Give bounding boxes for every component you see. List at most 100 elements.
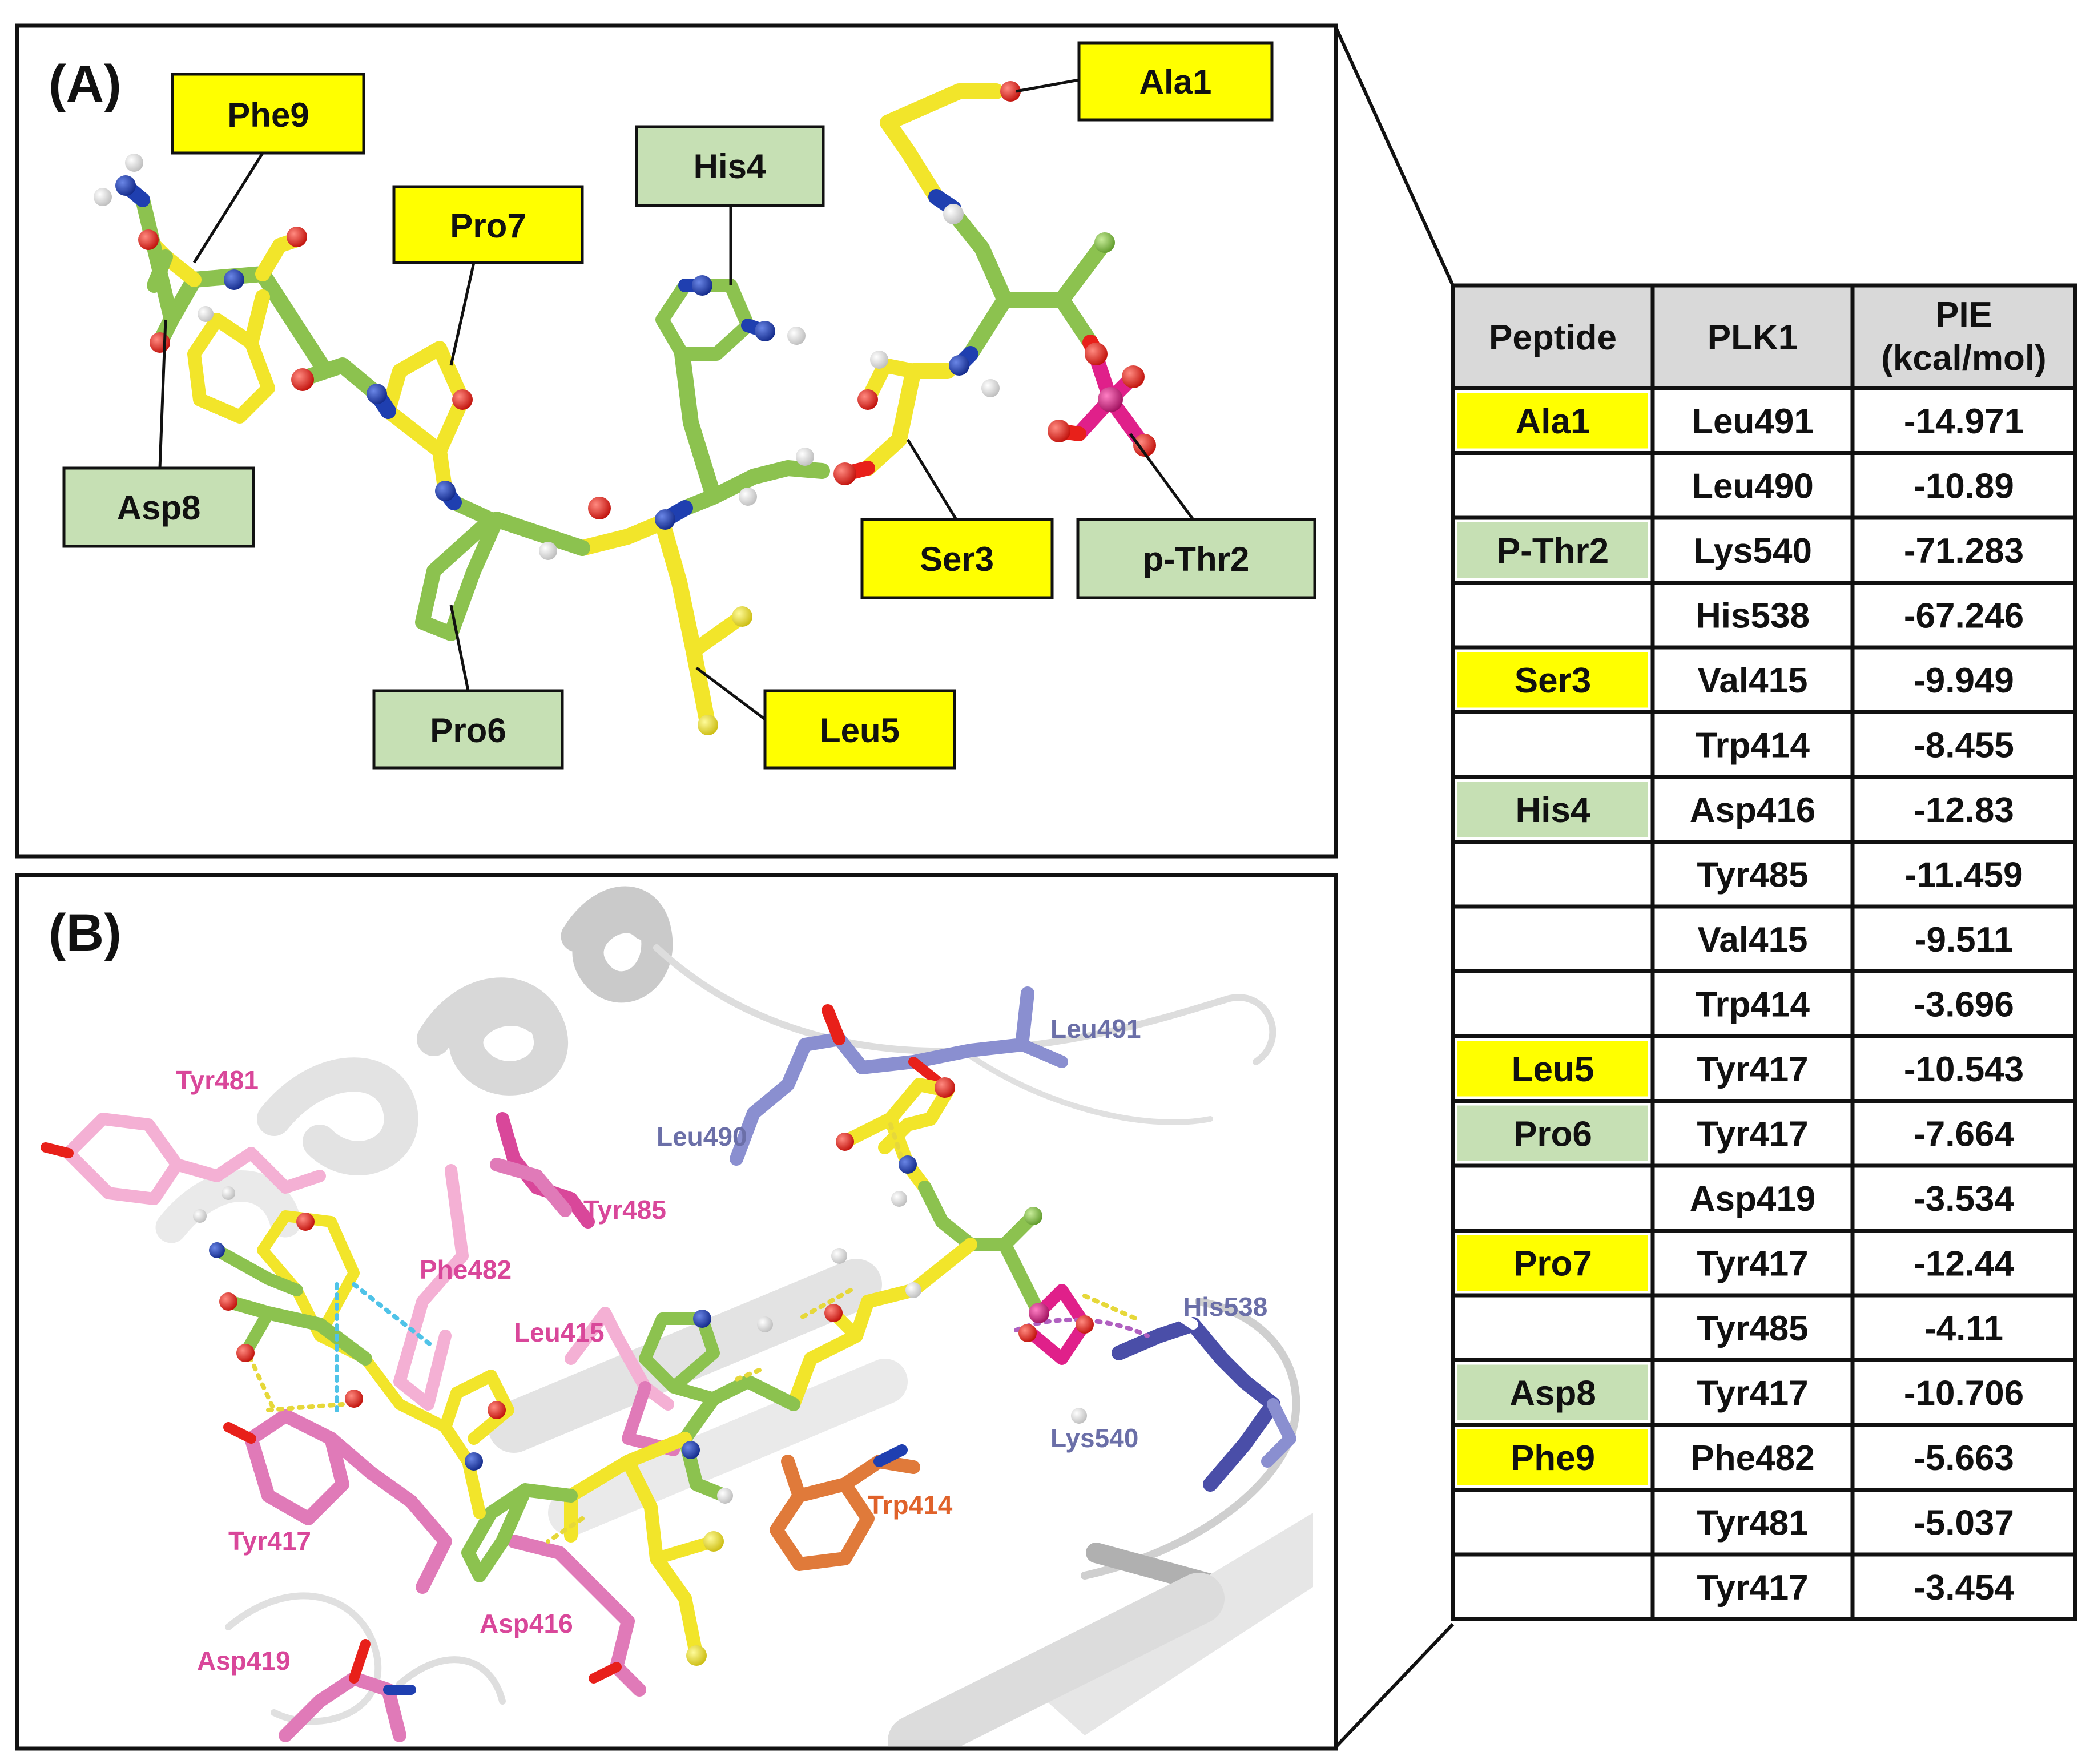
- table-cell-pie: -5.663: [1914, 1439, 2014, 1478]
- table-cell-peptide: Ala1: [1516, 402, 1590, 441]
- panel-a: (A): [15, 23, 1338, 859]
- label-pro7: Pro7: [392, 185, 584, 264]
- table-cell-pie: -10.543: [1904, 1050, 2024, 1089]
- table-row: Val415 -9.511: [1451, 904, 2077, 973]
- table-cell-pie: -67.246: [1904, 596, 2024, 635]
- label-leu490: Leu490: [657, 1122, 747, 1151]
- table-cell-pie: -12.44: [1914, 1244, 2014, 1283]
- table-cell-pie: -3.454: [1914, 1568, 2014, 1608]
- table-cell-pie: -12.83: [1914, 791, 2014, 830]
- table-cell-peptide: Asp8: [1509, 1374, 1596, 1413]
- table-cell-peptide: Pro6: [1513, 1114, 1592, 1154]
- table-row: Asp419 -3.534: [1451, 1163, 2077, 1233]
- table-row: Trp414-3.696: [1451, 969, 2077, 1038]
- table-cell-peptide: Leu5: [1512, 1050, 1594, 1089]
- peptide-model: [94, 81, 1156, 735]
- label-tyr481: Tyr481: [176, 1065, 259, 1095]
- label-p-thr2: p-Thr2: [1076, 518, 1316, 599]
- table-row: Tyr485 -11.459: [1451, 840, 2077, 909]
- table-cell-plk1: Tyr417: [1697, 1050, 1808, 1089]
- label-trp414: Trp414: [868, 1490, 953, 1520]
- label-leu5: Leu5: [763, 689, 956, 770]
- table-cell-plk1: Trp414: [1696, 726, 1810, 765]
- table-cell-plk1: His538: [1696, 596, 1810, 635]
- table-cell-plk1: Val415: [1697, 661, 1807, 700]
- table-cell-pie: -7.664: [1914, 1114, 2014, 1154]
- table-cell-pie: -11.459: [1905, 855, 2023, 895]
- table-header-peptide: Peptide: [1489, 318, 1617, 357]
- label-phe482: Phe482: [420, 1255, 512, 1284]
- table-cell-plk1: Val415: [1697, 920, 1807, 960]
- table-cell-pie: -71.283: [1904, 531, 2024, 571]
- table-cell-plk1: Asp419: [1690, 1179, 1816, 1219]
- table-cell-pie: -9.949: [1914, 661, 2014, 700]
- table-row: His538 -67.246: [1451, 581, 2077, 650]
- svg-text:Pro6: Pro6: [430, 711, 506, 750]
- panel-a-letter: (A): [49, 55, 122, 113]
- table-cell-peptide: P-Thr2: [1497, 531, 1609, 571]
- table-cell-plk1: Asp416: [1690, 791, 1816, 830]
- table-cell-plk1: Leu490: [1692, 466, 1814, 506]
- table-header-pie: PIE: [1935, 295, 1992, 335]
- table-cell-plk1: Tyr417: [1697, 1374, 1808, 1413]
- leader-lines: [158, 78, 1195, 720]
- svg-text:Ala1: Ala1: [1139, 63, 1212, 101]
- label-ala1: Ala1: [1077, 41, 1274, 122]
- label-asp416: Asp416: [480, 1609, 573, 1638]
- label-asp8: Asp8: [62, 466, 255, 548]
- table-cell-peptide: Pro7: [1513, 1244, 1592, 1283]
- svg-text:Ser3: Ser3: [920, 540, 994, 578]
- svg-text:Asp8: Asp8: [117, 489, 201, 527]
- table-header-unit: (kcal/mol): [1881, 339, 2046, 378]
- table-cell-plk1: Tyr481: [1697, 1503, 1808, 1543]
- table-cell-plk1: Tyr417: [1697, 1114, 1808, 1154]
- table-cell-pie: -3.534: [1914, 1179, 2014, 1219]
- table-row: P-Thr2 Lys540 -71.283: [1451, 515, 2077, 585]
- svg-text:Phe9: Phe9: [227, 96, 309, 134]
- label-leu491: Leu491: [1050, 1014, 1141, 1044]
- label-asp419: Asp419: [197, 1646, 291, 1676]
- table-cell-plk1: Tyr417: [1697, 1568, 1808, 1608]
- table-row: Pro6 Tyr417 -7.664: [1451, 1099, 2077, 1168]
- label-pro6: Pro6: [372, 689, 564, 770]
- label-tyr485: Tyr485: [583, 1195, 666, 1225]
- label-leu415: Leu415: [514, 1318, 605, 1347]
- svg-text:His4: His4: [694, 147, 766, 186]
- table-cell-pie: -8.455: [1914, 726, 2014, 765]
- protein-ribbon: [155, 886, 1313, 1746]
- table-row: Asp8 Tyr417 -10.706: [1451, 1358, 2077, 1427]
- table-cell-plk1: Trp414: [1696, 985, 1810, 1024]
- table-cell-plk1: Tyr485: [1697, 1309, 1808, 1348]
- table-row: Tyr485 -4.11: [1451, 1293, 2077, 1362]
- table-cell-pie: -9.511: [1915, 920, 2013, 960]
- table-cell-plk1: Lys540: [1693, 531, 1812, 571]
- svg-text:p-Thr2: p-Thr2: [1143, 540, 1250, 578]
- label-his4: His4: [635, 125, 825, 207]
- table-cell-pie: -10.89: [1914, 466, 2014, 506]
- label-ser3: Ser3: [860, 518, 1054, 599]
- table-cell-pie: -5.037: [1914, 1503, 2014, 1543]
- panel-b: (B) Leu491 Tyr481 Leu490 Tyr485 Phe482 L…: [15, 873, 1338, 1751]
- table-row: Leu490 -10.89: [1451, 451, 2077, 520]
- table-cell-pie: -4.11: [1924, 1309, 2003, 1348]
- table-cell-pie: -10.706: [1904, 1374, 2024, 1413]
- atoms-b: [193, 1077, 1094, 1666]
- label-phe9: Phe9: [171, 73, 365, 155]
- table-cell-peptide: Phe9: [1511, 1439, 1595, 1478]
- zoom-connector: [1334, 26, 1455, 1749]
- label-lys540: Lys540: [1050, 1423, 1138, 1453]
- table-header-plk1: PLK1: [1708, 318, 1798, 357]
- svg-text:Pro7: Pro7: [450, 207, 526, 245]
- table-cell-pie: -14.971: [1904, 402, 2024, 441]
- svg-text:Leu5: Leu5: [820, 711, 900, 750]
- table-cell-plk1: Tyr417: [1697, 1244, 1808, 1283]
- table-cell-plk1: Tyr485: [1697, 855, 1808, 895]
- label-his538: His538: [1183, 1292, 1267, 1322]
- table-row: Pro7 Tyr417 -12.44: [1451, 1229, 2077, 1298]
- atoms: [94, 81, 1156, 735]
